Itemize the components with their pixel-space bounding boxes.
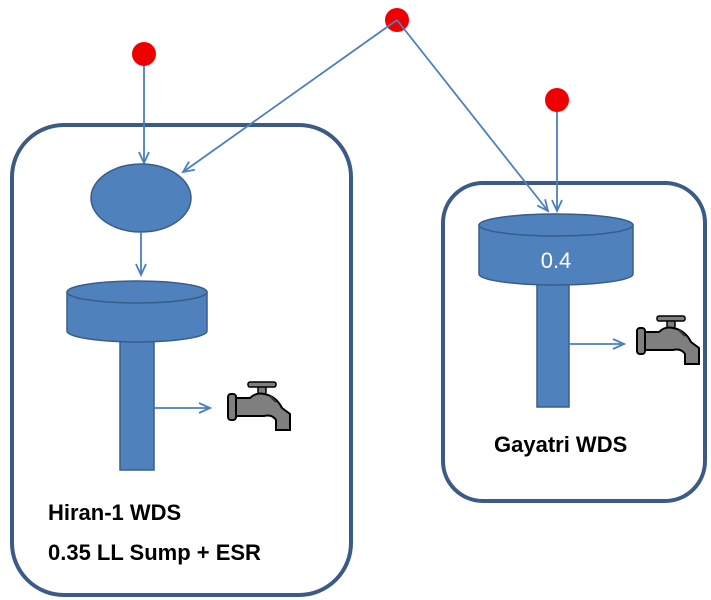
gayatri-wds-box: [441, 181, 707, 503]
sump-icon: [90, 163, 192, 233]
tank-icon: [478, 213, 634, 408]
source-node-icon: [545, 88, 569, 112]
flow-arrow: [396, 19, 548, 211]
gayatri-tank-value: 0.4: [541, 248, 572, 273]
tap-icon: [636, 315, 700, 365]
tank-icon: [66, 280, 208, 471]
hiran-wds-description: 0.35 LL Sump + ESR: [48, 540, 261, 565]
hiran-wds-name: Hiran-1 WDS: [48, 500, 181, 525]
gayatri-wds-name: Gayatri WDS: [494, 432, 627, 457]
flow-arrow: [183, 19, 398, 172]
hiran-wds-box: [10, 123, 353, 597]
source-node-icon: [132, 42, 156, 66]
tap-icon: [227, 381, 291, 431]
